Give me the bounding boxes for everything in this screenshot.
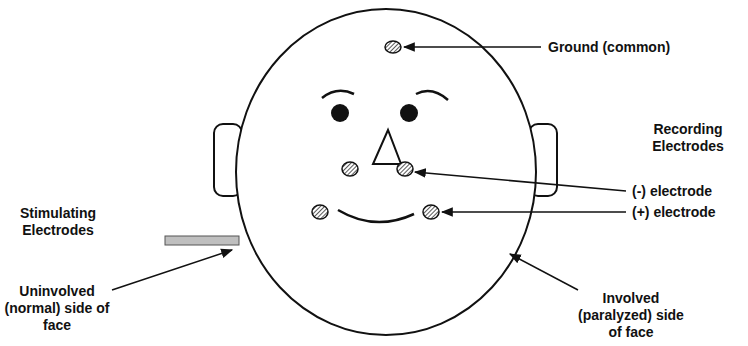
leader-arrow [112, 250, 232, 290]
leader-arrow [510, 254, 578, 290]
recording-electrode [397, 162, 413, 176]
electrode-label: (-) electrode [632, 183, 744, 200]
nose [373, 130, 401, 164]
electrode-label: (+) electrode [632, 204, 744, 221]
recording-electrode [342, 162, 358, 176]
stimulating-electrode [165, 236, 239, 245]
recording-electrode [423, 205, 439, 219]
eyebrow [322, 91, 354, 98]
eye [331, 104, 349, 122]
electrode-group-label: Stimulating Electrodes [2, 205, 114, 239]
ground-electrode [385, 41, 401, 53]
electrode-group-label: Recording Electrodes [632, 121, 744, 155]
ground-label: Ground (common) [548, 39, 738, 56]
leader-arrow [442, 211, 626, 213]
eyebrow [416, 91, 448, 100]
leader-arrow [404, 46, 541, 48]
side-label: Involved (paralyzed) side of face [578, 290, 684, 341]
eye [400, 104, 418, 122]
head-outline [236, 9, 536, 335]
mouth [338, 210, 414, 222]
leader-arrow [415, 172, 626, 191]
recording-electrode [312, 205, 328, 219]
side-label: Uninvolved (normal) side of face [4, 283, 110, 334]
